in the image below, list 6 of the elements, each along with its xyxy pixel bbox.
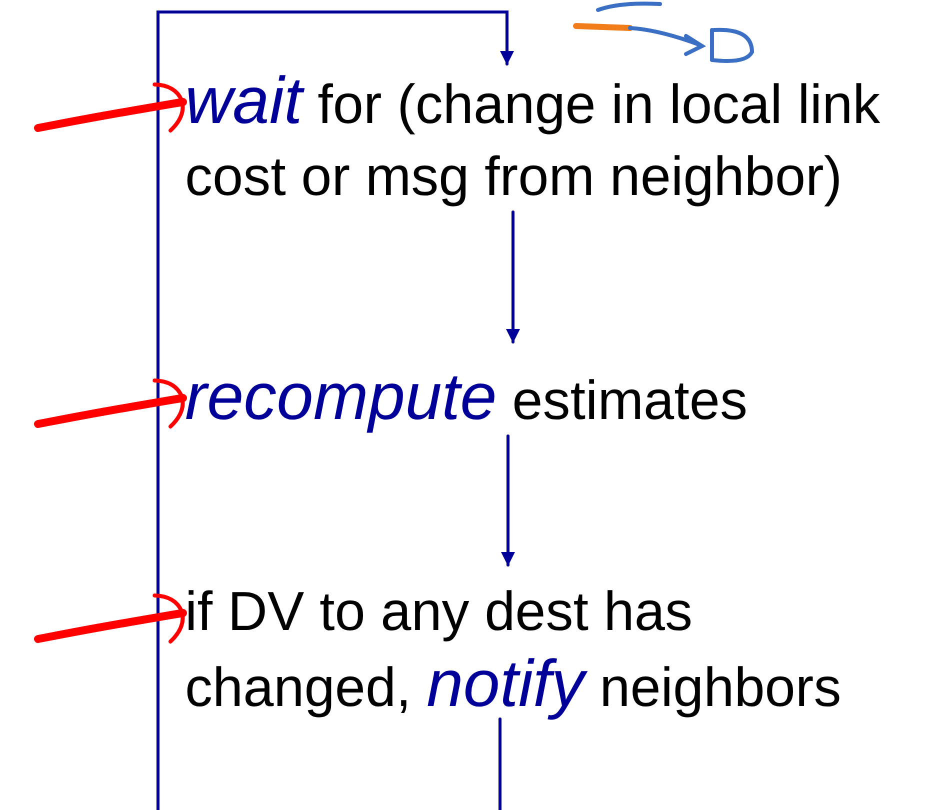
step-text: recompute estimates <box>185 360 785 436</box>
step-text: if DV to any dest has changed, notify neighbors <box>185 575 885 723</box>
step-text: wait for (change in local link cost or msg from neighbor) <box>185 64 923 212</box>
arrow <box>501 434 515 566</box>
arrow <box>156 10 514 810</box>
arrow <box>506 210 520 344</box>
